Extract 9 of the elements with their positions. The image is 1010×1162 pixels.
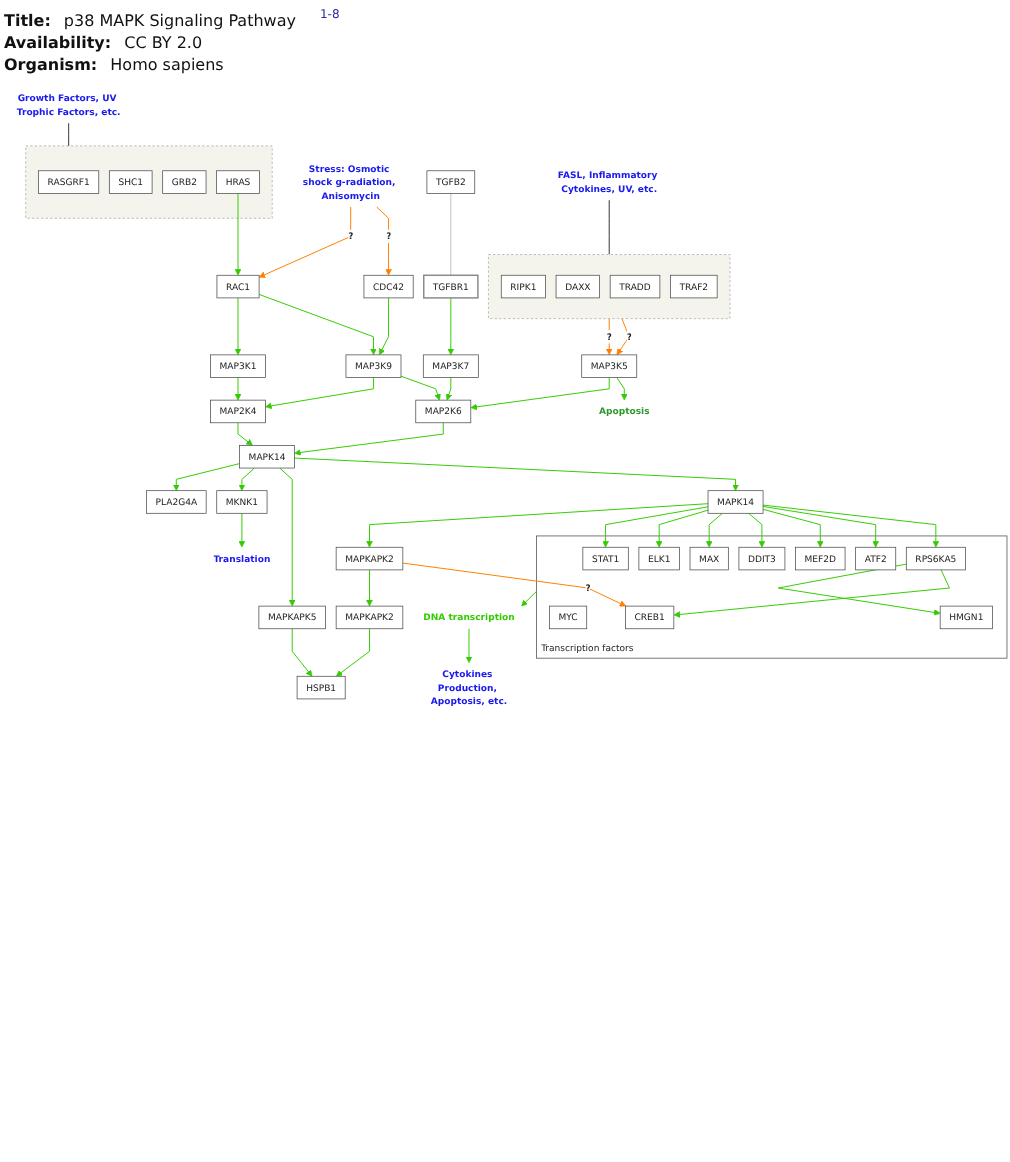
connector [68,122,70,147]
title-line: Title: p38 MAPK Signaling Pathway [4,11,296,30]
connector [608,199,610,255]
cluster [25,145,273,219]
license-line: Availability: CC BY 2.0 [4,33,203,52]
connector [450,192,452,276]
organism-line: Organism: Homo sapiens [4,55,224,74]
reference-superscript: 1-8 [319,8,340,22]
cluster [488,254,731,320]
